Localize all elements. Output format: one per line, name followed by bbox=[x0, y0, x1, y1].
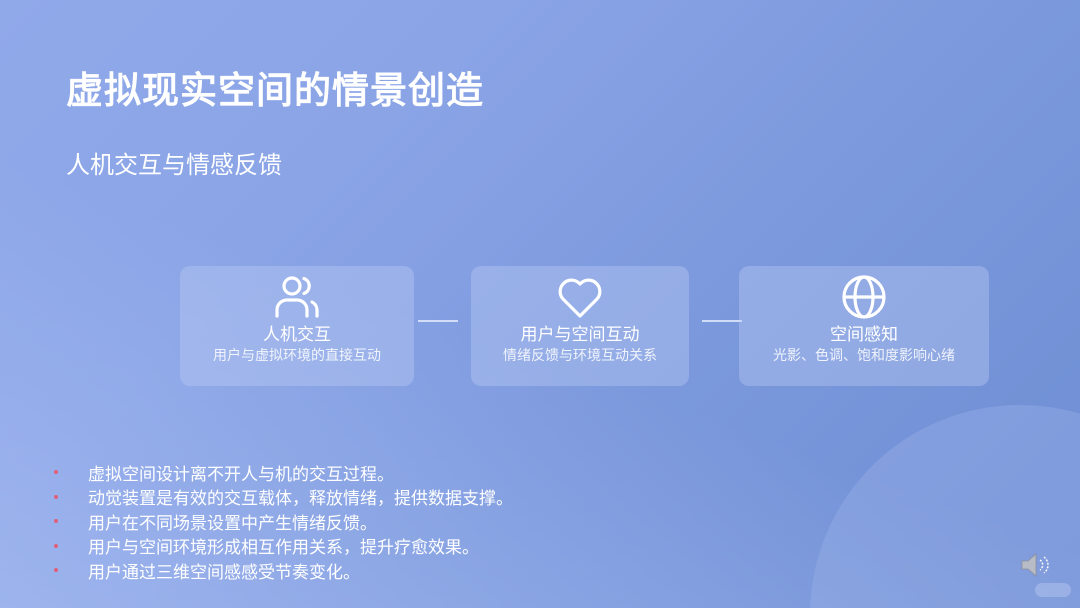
bullet-dot-icon bbox=[54, 519, 58, 524]
card-human-computer-interaction: 人机交互 用户与虚拟环境的直接互动 bbox=[180, 266, 414, 386]
slide-subtitle: 人机交互与情感反馈 bbox=[66, 151, 282, 179]
list-item-text: 动觉装置是有效的交互载体，释放情绪，提供数据支撑。 bbox=[88, 489, 513, 510]
bullet-dot-icon bbox=[54, 494, 58, 499]
bullet-dot-icon bbox=[54, 470, 58, 475]
connector-line bbox=[418, 320, 458, 322]
list-item-text: 用户与空间环境形成相互作用关系，提升疗愈效果。 bbox=[88, 538, 479, 559]
globe-icon bbox=[837, 272, 891, 322]
speaker-icon[interactable] bbox=[1020, 552, 1052, 578]
users-icon bbox=[270, 272, 324, 322]
card-description: 用户与虚拟环境的直接互动 bbox=[213, 348, 381, 364]
list-item: 用户在不同场景设置中产生情绪反馈。 bbox=[50, 509, 513, 534]
list-item-text: 用户在不同场景设置中产生情绪反馈。 bbox=[88, 513, 377, 534]
card-label: 用户与空间互动 bbox=[520, 325, 640, 345]
list-item: 用户通过三维空间感感受节奏变化。 bbox=[50, 558, 513, 583]
heart-icon bbox=[553, 272, 607, 322]
bullet-dot-icon bbox=[54, 568, 58, 573]
list-item: 动觉装置是有效的交互载体，释放情绪，提供数据支撑。 bbox=[50, 485, 513, 510]
connector-line bbox=[702, 320, 742, 322]
card-label: 人机交互 bbox=[263, 325, 331, 345]
card-user-space-interaction: 用户与空间互动 情绪反馈与环境互动关系 bbox=[471, 266, 689, 386]
card-label: 空间感知 bbox=[830, 325, 898, 345]
card-description: 光影、色调、饱和度影响心绪 bbox=[773, 348, 955, 364]
list-item-text: 用户通过三维空间感感受节奏变化。 bbox=[88, 562, 360, 583]
watermark-badge bbox=[1035, 583, 1071, 597]
list-item: 虚拟空间设计离不开人与机的交互过程。 bbox=[50, 460, 513, 485]
card-description: 情绪反馈与环境互动关系 bbox=[503, 348, 657, 364]
slide-title: 虚拟现实空间的情景创造 bbox=[66, 69, 484, 112]
list-item: 用户与空间环境形成相互作用关系，提升疗愈效果。 bbox=[50, 534, 513, 559]
bullet-list: 虚拟空间设计离不开人与机的交互过程。 动觉装置是有效的交互载体，释放情绪，提供数… bbox=[50, 460, 513, 583]
card-spatial-perception: 空间感知 光影、色调、饱和度影响心绪 bbox=[739, 266, 989, 386]
list-item-text: 虚拟空间设计离不开人与机的交互过程。 bbox=[88, 464, 394, 485]
bullet-dot-icon bbox=[54, 543, 58, 548]
